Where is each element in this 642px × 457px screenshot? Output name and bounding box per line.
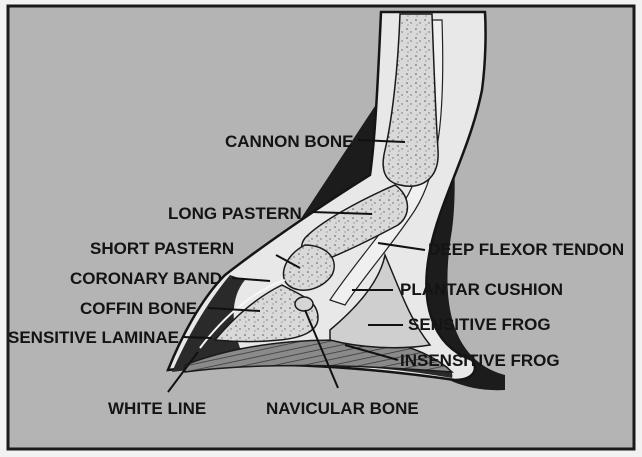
leader-sensitive-laminae [182,337,212,338]
label-insensitive-frog: INSENSITIVE FROG [400,351,560,370]
label-long-pastern: LONG PASTERN [168,204,302,223]
label-plantar-cushion: PLANTAR CUSHION [400,280,563,299]
label-coffin-bone: COFFIN BONE [80,299,197,318]
label-sensitive-laminae: SENSITIVE LAMINAE [8,328,179,347]
navicular-bone [295,297,313,311]
label-deep-flexor-tendon: DEEP FLEXOR TENDON [428,240,624,259]
label-short-pastern: SHORT PASTERN [90,239,234,258]
label-cannon-bone: CANNON BONE [225,132,353,151]
label-navicular-bone: NAVICULAR BONE [266,399,419,418]
label-coronary-band: CORONARY BAND [70,269,222,288]
label-white-line: WHITE LINE [108,399,206,418]
label-sensitive-frog: SENSITIVE FROG [408,315,551,334]
